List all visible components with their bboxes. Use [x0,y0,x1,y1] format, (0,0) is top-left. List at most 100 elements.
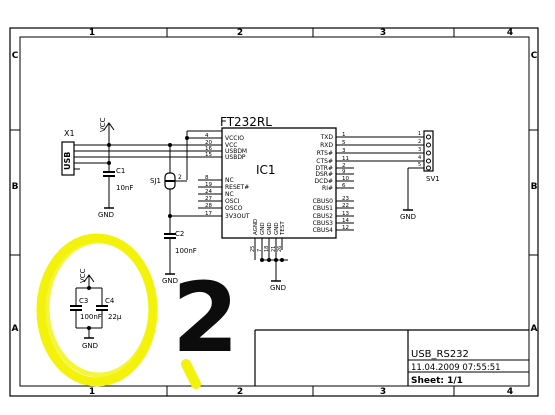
ic1-pin-name-22: CBUS1 [313,205,334,212]
gnd-label-c2: GND [162,277,178,285]
ic1-pin-num-22: 22 [342,203,349,209]
ic1-gnd-bus [260,258,288,282]
ic1-pin-name-23: CBUS0 [313,198,334,205]
title-block [254,329,529,386]
sj1-pin: 2 [178,174,182,181]
vcc-symbol-top [103,122,115,168]
row-label-b-right: B [531,182,538,192]
ic1-pin-num-4: 4 [205,133,209,139]
row-label-a-right: A [531,324,538,334]
ic1-pin-name-16: USBDM [225,148,247,155]
ic1-pin-num-10: 10 [342,176,349,182]
ic1-pin-name-3: RTS# [317,150,333,157]
ic1-pin-num-28: 28 [205,203,212,209]
decoupling-c3-c4 [70,274,108,339]
gnd-label-bottom: GND [82,342,98,350]
ic1-pin-num-11: 11 [342,156,349,162]
ic1-pin-name-9: DSR# [315,171,333,178]
ic1-pin-num-9: 9 [342,169,346,175]
col-label-2-top: 2 [237,28,243,38]
row-label-a-left: A [12,324,19,334]
x1-ref: X1 [64,129,75,138]
ic1-pin-num-16: 16 [205,146,212,152]
ic1-pin-num-14: 14 [342,218,349,224]
capacitor-c1 [103,168,115,209]
c2-value: 100nF [175,247,197,255]
sv1-pin-3: 3 [418,147,421,153]
col-label-4-top: 4 [507,28,513,38]
sheet-frame [9,27,539,397]
ic1-pin-name-25: AGND [253,219,259,235]
highlight-number: 2 [172,262,239,374]
title-block-date: 11.04.2009 07:55:51 [411,363,501,373]
ic1-pin-name-7: GND [260,222,266,235]
sv1-pin-1: 1 [418,131,421,137]
sv1-pin-4: 4 [418,155,421,161]
c4-value: 22µ [108,313,122,321]
c4-ref: C4 [105,297,115,305]
ic1-pin-num-1: 1 [342,132,346,138]
c1-value: 10nF [116,184,133,192]
col-label-2-bottom: 2 [237,387,243,397]
col-label-1-top: 1 [89,28,95,38]
ic1-pin-num-20: 20 [205,140,212,146]
ic1-pin-num-2: 2 [342,163,346,169]
ic1-right-pins: 1TXD5RXD3RTS#11CTS#2DTR#9DSR#10DCD#6RI#2… [313,132,354,234]
gnd-label-sv1: GND [400,213,416,221]
ic1-pin-num-13: 13 [342,211,349,217]
ic1-pin-name-20: VCC [225,142,237,149]
ic1-pin-num-21: 21 [271,246,277,252]
ic1-pin-name-5: RXD [320,142,333,149]
vcc-label-top: VCC [99,117,107,132]
row-label-c-right: C [531,51,538,61]
ic1-pin-num-17: 17 [205,211,212,217]
highlight-underline [181,359,201,389]
ic1-pin-name-10: DCD# [315,178,333,185]
ic1-pin-name-17: 3V3OUT [225,213,250,220]
header-sv1 [354,130,434,211]
c1-ref: C1 [116,167,125,175]
gnd-label-ic: GND [270,284,286,292]
title-block-title: USB_RS232 [411,349,469,360]
sv1-pin-2: 2 [418,139,421,145]
ic1-pin-name-8: NC [225,177,234,184]
ic1-pin-name-13: CBUS2 [313,213,334,220]
ic1-pin-num-27: 27 [205,196,212,202]
ic1-pin-name-24: NC [225,191,234,198]
ic1-pin-num-3: 3 [342,148,346,154]
ic1-pin-name-12: CBUS4 [313,227,334,234]
col-label-1-bottom: 1 [89,387,95,397]
vcc-label-bottom: VCC [79,268,87,283]
sv1-pin-5: 5 [418,162,421,168]
ic1-part-name: FT232RL [220,115,272,129]
ic1-pin-num-25: 25 [250,246,256,252]
row-label-b-left: B [12,182,19,192]
ic1-pin-num-12: 12 [342,225,349,231]
ic1-pin-name-15: USBDP [225,154,246,161]
col-label-3-top: 3 [380,28,386,38]
col-label-3-bottom: 3 [380,387,386,397]
ic1-pin-num-5: 5 [342,140,346,146]
ic1-pin-num-6: 6 [342,183,346,189]
ic1-pin-num-23: 23 [342,196,349,202]
ic1-pin-name-18: GND [267,222,273,235]
ic1-pin-name-27: OSCI [225,198,240,205]
x1-label: USB [63,152,72,170]
c2-ref: C2 [175,230,184,238]
title-block-sheet: Sheet: 1/1 [411,376,463,386]
ic1-ref: IC1 [256,163,276,177]
ic1-pin-num-8: 8 [205,175,209,181]
usb-connector-x1: USB X1 [61,129,222,176]
c3-value: 100nF [80,313,102,321]
ic1-pin-num-15: 15 [205,152,212,158]
ic1-pin-name-2: DTR# [316,165,333,172]
ic1-pin-name-6: RI# [322,185,333,192]
solder-jumper-sj1 [164,143,187,216]
ic1-pin-name-26: TEST [280,221,286,236]
sj1-ref: SJ1 [150,177,161,185]
ic1-pin-num-7: 7 [257,249,263,252]
